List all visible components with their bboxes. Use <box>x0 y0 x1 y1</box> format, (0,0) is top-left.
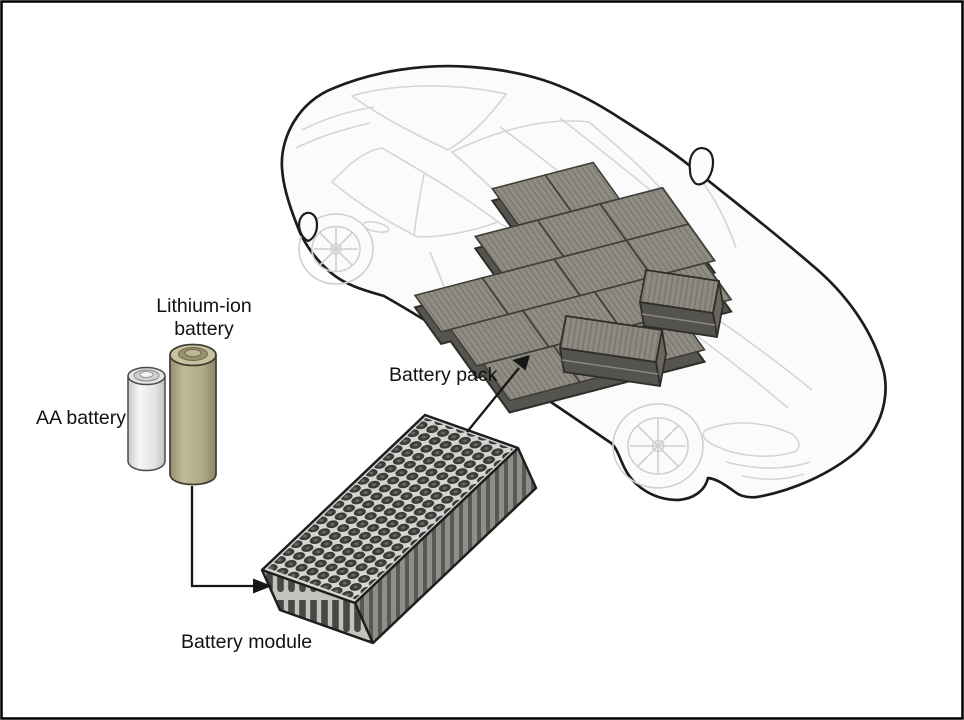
arrow-li-ion-to-module <box>190 486 272 594</box>
battery-pack-extension-upper <box>639 269 724 338</box>
side-mirror <box>688 147 715 186</box>
rear-wheel <box>298 213 374 285</box>
li-ion-battery <box>169 343 217 486</box>
rear-ear-detail <box>298 211 319 243</box>
label-aa-battery: AA battery <box>36 407 126 429</box>
aa-battery-body <box>127 376 166 472</box>
li-ion-battery-body <box>169 355 217 486</box>
label-li-ion-line1: Lithium-ion <box>156 295 251 317</box>
battery-pack-extension-lower <box>559 315 667 387</box>
battery-module <box>260 413 538 645</box>
front-wheel <box>612 403 704 489</box>
battery-pack <box>356 151 775 417</box>
aa-battery <box>127 366 166 472</box>
battery-module-right-face <box>355 448 536 643</box>
battery-module-left-face <box>262 570 373 643</box>
arrow-module-to-pack <box>466 355 530 433</box>
label-battery-module: Battery module <box>181 631 312 653</box>
battery-module-outline <box>260 413 538 645</box>
battery-module-cells <box>267 418 514 600</box>
label-battery-pack: Battery pack <box>389 364 498 386</box>
label-li-ion-line2: battery <box>174 318 234 340</box>
